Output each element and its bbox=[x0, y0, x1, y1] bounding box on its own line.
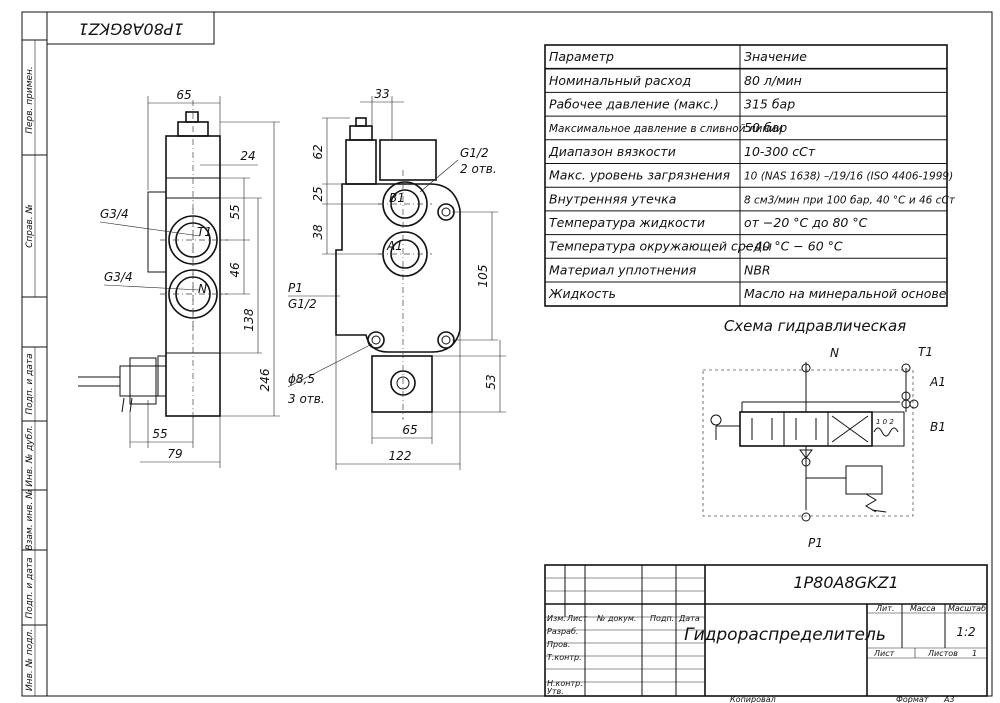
svg-text:Лист: Лист bbox=[566, 614, 588, 623]
side-strip: Перв. примен. Справ. № Подп. и дата Инв.… bbox=[22, 39, 47, 696]
svg-text:N: N bbox=[198, 282, 207, 296]
title-name: Гидрораспределитель bbox=[684, 625, 886, 645]
outer-frame bbox=[21, 11, 993, 697]
schema-n-label: N bbox=[830, 346, 839, 360]
side-label-4: Инв. № дубл. bbox=[25, 425, 35, 487]
svg-text:ϕ8,5: ϕ8,5 bbox=[288, 372, 315, 386]
spec-value: 315 бар bbox=[744, 97, 795, 112]
spec-value: 80 л/мин bbox=[744, 73, 802, 88]
svg-text:138: 138 bbox=[242, 308, 256, 331]
spec-value: от −20 °С до 80 °С bbox=[744, 215, 868, 230]
svg-text:Лит.: Лит. bbox=[875, 604, 894, 613]
side-label-2: Справ. № bbox=[25, 204, 35, 248]
svg-text:55: 55 bbox=[152, 427, 167, 441]
spec-header-param: Параметр bbox=[549, 49, 614, 64]
side-label-6: Подп. и дата bbox=[25, 557, 35, 618]
svg-text:3 отв.: 3 отв. bbox=[288, 392, 325, 406]
side-view: 33 62 25 38 105 53 65 122 G1/2 2 отв. B1… bbox=[287, 87, 506, 470]
spec-param: Температура жидкости bbox=[549, 215, 705, 230]
spec-header-value: Значение bbox=[744, 49, 807, 64]
hydraulic-schema: Схема гидравлическая 1 0 2 bbox=[702, 317, 946, 550]
svg-text:G3/4: G3/4 bbox=[104, 270, 133, 284]
svg-text:Пров.: Пров. bbox=[547, 640, 570, 649]
spec-value: −40 °С − 60 °С bbox=[744, 239, 843, 254]
svg-text:Т.контр.: Т.контр. bbox=[547, 653, 582, 662]
spec-value: 8 см3/мин при 100 бар, 40 °С и 46 сСт bbox=[744, 194, 956, 206]
schema-b1-label: B1 bbox=[930, 420, 946, 434]
side-label-7: Инв. № подл. bbox=[25, 629, 35, 691]
spec-param: Температура окружающей среды bbox=[549, 239, 772, 254]
svg-text:38: 38 bbox=[311, 224, 325, 240]
title-block: 1P80A8GKZ1 Гидрораспределитель Изм. Лист… bbox=[544, 564, 988, 697]
spec-param: Внутренняя утечка bbox=[549, 191, 676, 206]
schema-a1-label: A1 bbox=[929, 375, 946, 389]
svg-text:Лист: Лист bbox=[873, 649, 895, 658]
svg-text:Утв.: Утв. bbox=[547, 687, 564, 696]
svg-text:G1/2: G1/2 bbox=[288, 297, 317, 311]
schema-title: Схема гидравлическая bbox=[724, 317, 906, 335]
top-stamp: 1P80A8GKZ1 bbox=[46, 11, 215, 45]
copied-label: Копировал bbox=[730, 695, 776, 703]
spec-value: 10 (NAS 1638) –/19/16 (ISO 4406-1999) bbox=[744, 171, 953, 183]
spec-param: Номинальный расход bbox=[549, 73, 691, 88]
side-label-3: Подп. и дата bbox=[25, 353, 35, 414]
svg-text:G1/2: G1/2 bbox=[460, 146, 489, 160]
title-designation: 1P80A8GKZ1 bbox=[793, 573, 898, 592]
svg-text:A1: A1 bbox=[386, 239, 403, 253]
spec-param: Максимальное давление в сливной линии bbox=[549, 123, 783, 135]
schema-p1-label: P1 bbox=[808, 536, 823, 550]
side-label-5: Взам. инв. № bbox=[25, 489, 35, 550]
svg-text:1: 1 bbox=[972, 649, 977, 658]
svg-text:62: 62 bbox=[311, 144, 325, 159]
format-value: А3 bbox=[943, 695, 955, 703]
svg-text:Подп.: Подп. bbox=[650, 614, 674, 623]
svg-text:246: 246 bbox=[258, 368, 272, 391]
side-label-1: Перв. примен. bbox=[25, 66, 35, 134]
svg-text:2 отв.: 2 отв. bbox=[460, 162, 497, 176]
svg-text:Масса: Масса bbox=[910, 604, 936, 613]
svg-text:65: 65 bbox=[176, 88, 191, 102]
spec-value: NBR bbox=[744, 262, 771, 277]
spec-param: Жидкость bbox=[548, 286, 616, 301]
spec-param: Рабочее давление (макс.) bbox=[549, 97, 719, 112]
svg-text:Изм.: Изм. bbox=[547, 614, 566, 623]
svg-text:Масштаб: Масштаб bbox=[948, 604, 986, 613]
svg-text:B1: B1 bbox=[389, 191, 405, 205]
svg-text:T1: T1 bbox=[197, 225, 212, 239]
svg-text:Разраб.: Разраб. bbox=[547, 627, 578, 636]
svg-text:1P80A8GKZ1: 1P80A8GKZ1 bbox=[78, 20, 183, 39]
schema-t1-label: T1 bbox=[918, 345, 933, 359]
svg-text:G3/4: G3/4 bbox=[100, 207, 129, 221]
svg-text:24: 24 bbox=[240, 149, 255, 163]
spec-value: 50 бар bbox=[744, 120, 787, 135]
svg-text:Н.контр.: Н.контр. bbox=[547, 679, 583, 688]
format-label: Формат bbox=[896, 695, 929, 703]
svg-text:P1: P1 bbox=[288, 281, 303, 295]
spec-param: Материал уплотнения bbox=[549, 262, 697, 277]
inner-frame bbox=[46, 11, 993, 697]
spec-param: Макс. уровень загрязнения bbox=[549, 168, 730, 183]
svg-text:25: 25 bbox=[311, 186, 325, 201]
svg-text:53: 53 bbox=[484, 374, 498, 389]
svg-text:122: 122 bbox=[389, 449, 412, 463]
svg-text:33: 33 bbox=[374, 87, 389, 101]
svg-text:65: 65 bbox=[402, 423, 417, 437]
svg-text:79: 79 bbox=[167, 447, 182, 461]
spec-param: Диапазон вязкости bbox=[548, 144, 676, 159]
svg-text:55: 55 bbox=[228, 204, 242, 219]
svg-text:Листов: Листов bbox=[927, 649, 958, 658]
svg-text:46: 46 bbox=[228, 262, 242, 278]
svg-text:1 0 2: 1 0 2 bbox=[876, 418, 894, 426]
svg-text:Дата: Дата bbox=[678, 614, 700, 623]
front-view: 65 24 55 46 138 246 55 79 G3/4 G3/4 T1 N bbox=[78, 88, 280, 468]
svg-text:105: 105 bbox=[476, 265, 490, 288]
svg-text:1:2: 1:2 bbox=[956, 625, 975, 639]
spec-value: 10-300 сСт bbox=[744, 144, 816, 159]
spec-value: Масло на минеральной основе bbox=[744, 286, 947, 301]
svg-text:№ докум.: № докум. bbox=[596, 614, 636, 623]
